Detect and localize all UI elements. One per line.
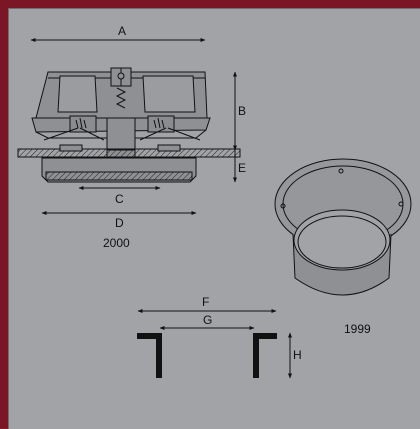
caption-1999: 1999: [344, 322, 371, 336]
dimension-a: A: [30, 24, 206, 42]
dimension-label-d: D: [115, 216, 124, 230]
dimension-e: E: [233, 150, 246, 183]
dimension-h: H: [288, 332, 302, 379]
dimension-c: C: [78, 186, 161, 206]
round-collar: [274, 158, 412, 296]
vent-cap-side-view: [31, 67, 211, 163]
caption-2000: 2000: [103, 236, 130, 250]
angle-profile-left: [137, 333, 162, 378]
dimension-f: F: [137, 295, 277, 313]
dimension-label-a: A: [118, 24, 126, 38]
dimension-label-g: G: [203, 313, 212, 327]
dimension-label-b: B: [238, 104, 246, 118]
angle-profile-right: [253, 333, 277, 378]
dimension-label-h: H: [293, 348, 302, 362]
mounting-surface: [17, 144, 241, 158]
dimension-label-c: C: [115, 192, 124, 206]
dimension-b: B: [233, 71, 246, 151]
dimension-label-e: E: [238, 161, 246, 175]
dimension-label-f: F: [202, 295, 209, 309]
dimension-d: D: [41, 211, 197, 230]
lower-grille: [41, 157, 197, 183]
dimension-g: G: [159, 313, 255, 330]
